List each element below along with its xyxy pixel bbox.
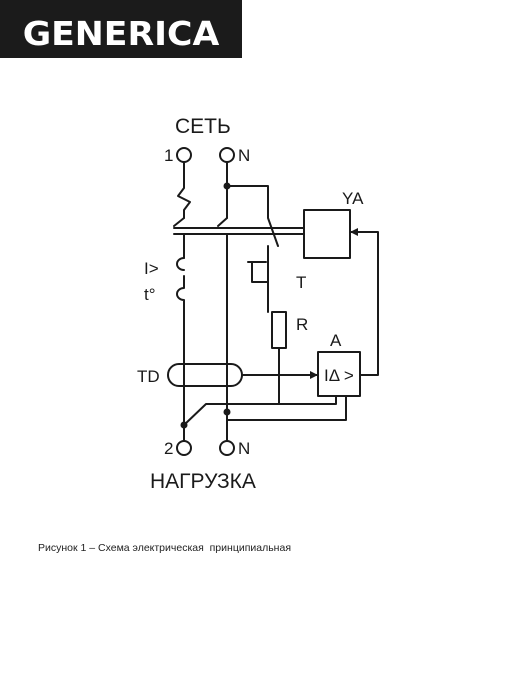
load-title: НАГРУЗКА (150, 470, 256, 493)
overcurrent-coil (176, 257, 185, 271)
resistor-label: R (296, 315, 308, 334)
neutral-switch-contact (217, 217, 228, 227)
terminal-bottom-neutral (219, 440, 235, 456)
amplifier-symbol: IΔ > (324, 366, 354, 385)
resistor (271, 311, 287, 349)
figure-caption: Рисунок 1 – Схема электрическая принципи… (38, 542, 292, 554)
transformer (167, 363, 243, 387)
terminal-label-top-phase: 1 (164, 146, 173, 165)
overcurrent-label: I> (144, 259, 159, 278)
thermal-element (176, 275, 185, 442)
junction-dot (223, 408, 231, 416)
terminal-label-bottom-neutral: N (238, 439, 250, 458)
arrow-amplifier (310, 371, 318, 379)
amplifier-label: A (330, 331, 342, 350)
thermal-label: t° (144, 285, 156, 304)
release-box (303, 209, 351, 259)
terminal-label-bottom-phase: 2 (164, 439, 173, 458)
junction-dot (180, 421, 188, 429)
mechanical-linkage (173, 227, 305, 235)
amplifier-feedback (349, 231, 379, 376)
phase-line-top (177, 161, 191, 219)
junction-dot (223, 182, 231, 190)
terminal-label-top-neutral: N (238, 146, 250, 165)
cross-connection (183, 403, 280, 426)
network-title: СЕТЬ (175, 115, 231, 138)
amplifier-supply-2 (226, 395, 347, 421)
terminal-bottom-phase (176, 440, 192, 456)
release-label: YA (342, 189, 364, 208)
arrow-release (350, 228, 358, 236)
test-button-label: T (296, 273, 306, 292)
neutral-tap-top (226, 185, 279, 247)
phase-switch-contact (173, 217, 185, 227)
brand-logo: GENERICA (22, 14, 220, 53)
test-button (247, 261, 269, 283)
amplifier-supply-1 (278, 395, 337, 405)
terminal-top-phase (176, 147, 192, 163)
terminal-top-neutral (219, 147, 235, 163)
brand-bar: GENERICA (0, 0, 242, 58)
transformer-label: TD (137, 367, 160, 386)
